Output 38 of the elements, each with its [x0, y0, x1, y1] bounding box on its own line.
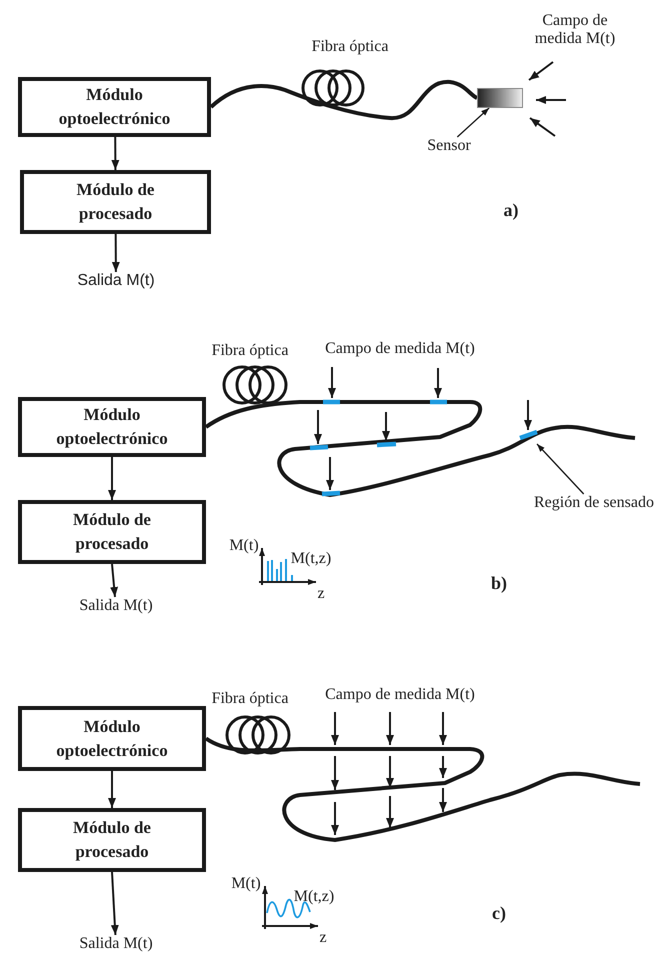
- text-label: Campo de medida M(t): [324, 340, 476, 358]
- arrow: [112, 234, 120, 272]
- leader-line: [536, 444, 584, 494]
- panel-label: a): [502, 200, 520, 221]
- process-box: Módulo optoelectrónico: [18, 77, 211, 137]
- process-box: Módulo de procesado: [18, 500, 206, 564]
- text-label: Fibra óptica: [210, 342, 290, 360]
- process-box: Módulo optoelectrónico: [18, 397, 206, 457]
- node-text: Región de sensado: [528, 494, 660, 516]
- optical-fiber-line: [205, 736, 640, 842]
- process-box: Módulo de procesado: [18, 808, 206, 872]
- sensor-box: [477, 88, 523, 108]
- text-label: Campo de medida M(t): [534, 12, 616, 48]
- text-label: M(t,z): [292, 888, 336, 906]
- arrow: [108, 771, 116, 808]
- node-text: Salida M(t): [56, 935, 176, 957]
- panel-label: c): [491, 903, 507, 924]
- arrow: [110, 872, 119, 936]
- optical-fiber-line: [210, 80, 478, 120]
- node-text: Salida M(t): [56, 597, 176, 619]
- process-box: Módulo de procesado: [20, 170, 211, 234]
- output-text: Salida M(t): [56, 272, 176, 294]
- text-label: M(t): [228, 537, 260, 555]
- text-label: z: [318, 929, 328, 947]
- text-label: Fibra óptica: [210, 690, 290, 708]
- process-box: Módulo optoelectrónico: [18, 706, 206, 771]
- text-label: M(t): [230, 875, 262, 893]
- text-label: Fibra óptica: [310, 38, 390, 56]
- arrow: [111, 137, 120, 170]
- panel-label: b): [490, 573, 508, 594]
- leader-line: [456, 108, 490, 138]
- arrow: [110, 564, 118, 598]
- node-text: Sensor: [418, 137, 480, 159]
- arrow: [108, 457, 116, 500]
- optical-fiber-line: [204, 400, 636, 497]
- text-label: z: [316, 585, 326, 603]
- text-label: M(t,z): [290, 550, 332, 568]
- text-label: Campo de medida M(t): [324, 686, 476, 704]
